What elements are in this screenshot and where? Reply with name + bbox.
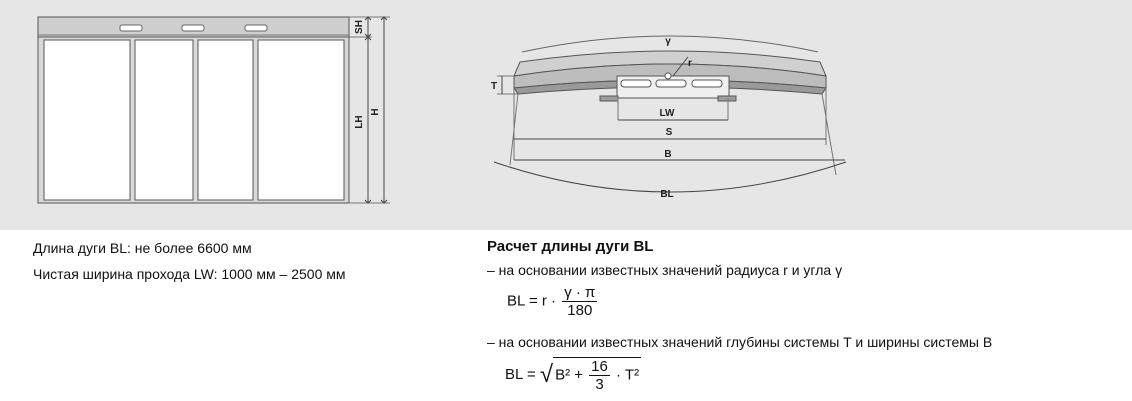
label-gamma: γ (665, 36, 671, 47)
label-t: T (491, 81, 497, 92)
right-description: Расчет длины дуги BL – на основании изве… (487, 235, 1127, 281)
top-view (493, 35, 847, 193)
formula-depth-width: BL = √ B² + 16 3 · T² (505, 357, 642, 393)
dim-ext-b-left (509, 93, 519, 166)
sqrt-body: B² + 16 3 · T² (553, 357, 642, 393)
method-1-text: – на основании известных значений радиус… (487, 262, 843, 278)
sensor-3 (244, 24, 268, 32)
formula2-term2: · T² (616, 366, 640, 384)
drive-slot-3 (691, 79, 723, 88)
label-b: B (664, 149, 671, 160)
formula1-fraction: γ · π 180 (562, 284, 598, 319)
dim-arrows (364, 16, 388, 204)
drive-slot-1 (620, 79, 652, 88)
label-bl: BL (660, 189, 673, 200)
formula1-lhs: BL = r · (507, 292, 557, 310)
label-lw: LW (660, 108, 676, 119)
label-r: r (688, 58, 692, 69)
dim-arc-gamma (521, 35, 819, 53)
drive-slot-2 (655, 79, 687, 88)
door-panel-3 (197, 39, 254, 201)
formula2-fraction: 16 3 (589, 358, 610, 393)
door-panel-2 (134, 39, 194, 201)
sqrt-symbol: √ (539, 361, 554, 388)
formula1-numerator: γ · π (562, 284, 598, 302)
sensor-1 (119, 24, 143, 32)
sensor-2 (181, 24, 205, 32)
formula2-term1: B² + (555, 366, 583, 384)
label-sh: SH (354, 20, 365, 34)
formula2-lhs: BL = (505, 365, 536, 383)
foot-right (717, 95, 737, 102)
dim-ext-b-right (821, 93, 837, 176)
dim-arc-bl (493, 161, 847, 193)
front-elevation (37, 16, 390, 204)
formula2-numerator: 16 (589, 358, 610, 376)
formula-radius-angle: BL = r · γ · π 180 (507, 284, 599, 319)
label-lh: LH (354, 115, 365, 128)
formula1-denominator: 180 (567, 302, 593, 319)
formula2-denominator: 3 (595, 376, 604, 393)
drawing-area: SH LH H (0, 0, 1132, 230)
arc-length-limit-text: Длина дуги BL: не более 6600 мм (33, 240, 252, 256)
technical-drawing: SH LH H (37, 16, 847, 204)
passage-width-text: Чистая ширина прохода LW: 1000 мм – 2500… (33, 266, 346, 282)
door-panel-1 (43, 39, 131, 201)
radius-center (664, 72, 672, 80)
calc-heading: Расчет длины дуги BL (487, 238, 654, 255)
method-2-text: – на основании известных значений глубин… (487, 334, 993, 350)
left-description: Длина дуги BL: не более 6600 мм Чистая ш… (33, 235, 346, 287)
label-h: H (370, 108, 381, 115)
radius-indicator (672, 56, 689, 77)
foot-left (599, 95, 619, 102)
label-s: S (666, 127, 673, 138)
door-panel-4 (257, 39, 345, 201)
